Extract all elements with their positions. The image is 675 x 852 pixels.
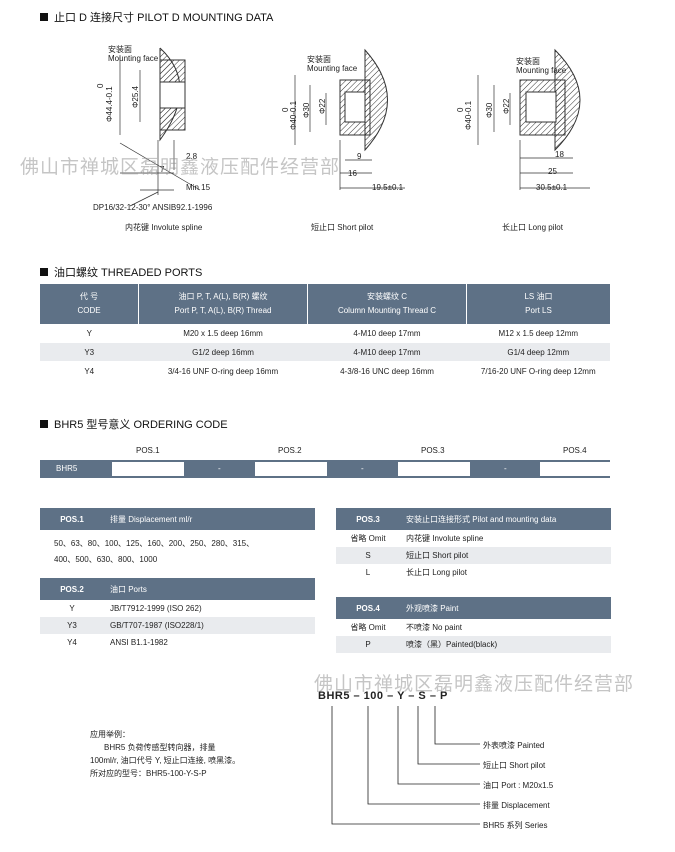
- bullet-square-icon: [40, 13, 48, 21]
- d3-face-en: Mounting face: [516, 66, 567, 75]
- d1-face-en: Mounting face: [108, 54, 159, 63]
- callout-paint: 外表喷漆 Painted: [483, 741, 545, 750]
- example-code: BHR5 – 100 – Y – S – P: [318, 690, 448, 702]
- d2-dim-9: 9: [357, 152, 362, 161]
- pos3-box: [398, 462, 470, 476]
- callout-series: BHR5 系列 Series: [483, 821, 548, 830]
- ordering-prefix: BHR5: [56, 464, 78, 473]
- pilot-diagrams: [119, 47, 590, 207]
- d3-caption: 长止口 Long pilot: [502, 223, 563, 232]
- d1-dim-inner: Φ25.4: [131, 86, 140, 108]
- bullet-square-icon: [40, 268, 48, 276]
- d1-dim-outer: Φ44.4-0.1: [105, 86, 114, 122]
- d3-dim-305: 30.5±0.1: [536, 183, 568, 192]
- pilot-section-title: 止口 D 连接尺寸 PILOT D MOUNTING DATA: [40, 9, 273, 25]
- d3-dim-30: Φ30: [485, 102, 494, 118]
- ordering-section-title: BHR5 型号意义 ORDERING CODE: [40, 416, 228, 432]
- d2-dim-outer: Φ40-0.1: [289, 100, 298, 130]
- d2-face-en: Mounting face: [307, 64, 358, 73]
- d1-dim-min: Min 15: [186, 183, 211, 192]
- d3-dim-22: Φ22: [502, 98, 511, 114]
- d2-dim-16: 16: [348, 169, 357, 178]
- example-leader-lines: [331, 706, 480, 825]
- pos-label-1: POS.1: [136, 446, 160, 455]
- d3-dim-25: 25: [548, 167, 557, 176]
- pos-label-2: POS.2: [278, 446, 302, 455]
- callout-displacement: 排量 Displacement: [483, 801, 550, 810]
- ordering-dash: -: [504, 464, 507, 473]
- d1-spline-spec: DP16/32-12-30° ANSIB92.1-1996: [93, 203, 213, 212]
- pos4-box: [540, 462, 610, 476]
- d3-dim-outer: Φ40-0.1: [464, 100, 473, 130]
- d1-dim-7: 7: [160, 165, 165, 174]
- example-block: 应用举例： BHR5 负荷传感型转向器，排量 100ml/r, 油口代号 Y, …: [90, 730, 241, 778]
- threaded-section-title: 油口螺纹 THREADED PORTS: [40, 264, 202, 280]
- d1-caption: 内花键 Involute spline: [125, 223, 203, 232]
- bullet-square-icon: [40, 420, 48, 428]
- d2-face-cn: 安装面: [307, 55, 331, 64]
- involute-spline-drawing: [119, 47, 201, 207]
- long-pilot-drawing: [477, 48, 590, 190]
- d2-caption: 短止口 Short pilot: [311, 223, 374, 232]
- pos1-values: 50、63、80、100、125、160、200、250、280、315、 40…: [54, 539, 255, 564]
- ordering-dash: -: [361, 464, 364, 473]
- ordering-dash: -: [218, 464, 221, 473]
- watermark-bottom: 佛山市禅城区磊明鑫液压配件经营部: [314, 673, 635, 695]
- d3-dim-18: 18: [555, 150, 564, 159]
- callout-pilot: 短止口 Short pilot: [483, 761, 546, 770]
- pos1-box: [112, 462, 184, 476]
- d3-face-cn: 安装面: [516, 57, 540, 66]
- d1-dim-28: 2.8: [186, 152, 198, 161]
- pos-label-3: POS.3: [421, 446, 445, 455]
- short-pilot-drawing: [294, 48, 405, 190]
- ordering-code-bar: BHR5 - - -: [40, 460, 610, 478]
- d2-dim-195: 19.5±0.1: [372, 183, 404, 192]
- d2-dim-30: Φ30: [302, 102, 311, 118]
- pos-label-4: POS.4: [563, 446, 587, 455]
- pos2-box: [255, 462, 327, 476]
- d1-face-cn: 安装面: [108, 45, 132, 54]
- d2-dim-22: Φ22: [318, 98, 327, 114]
- watermark-top: 佛山市禅城区磊明鑫液压配件经营部: [20, 156, 341, 178]
- callout-port: 油口 Port : M20x1.5: [483, 781, 554, 790]
- d1-dim-zero: 0: [96, 83, 105, 88]
